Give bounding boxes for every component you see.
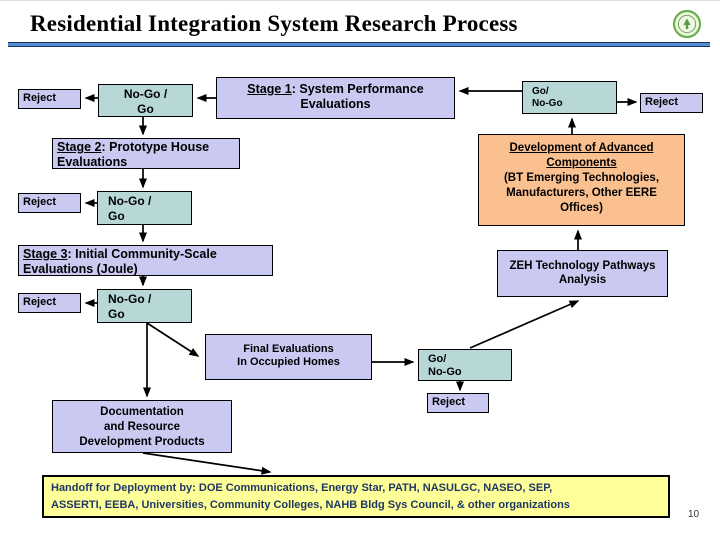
- documentation-box: Documentation and Resource Development P…: [52, 400, 232, 453]
- final-evaluations-box: Final Evaluations In Occupied Homes: [205, 334, 372, 380]
- reject-box-final: Reject: [427, 393, 489, 413]
- page-number: 10: [688, 509, 700, 520]
- no-go-go-box-1: No-Go / Go: [98, 84, 193, 117]
- reject-box-3: Reject: [18, 293, 81, 313]
- handoff-box: Handoff for Deployment by: DOE Communica…: [42, 475, 670, 518]
- reject-box-top-right: Reject: [640, 93, 703, 113]
- reject-label: Reject: [23, 92, 57, 104]
- reject-box-1: Reject: [18, 89, 81, 109]
- stage2-box: Stage 2: Prototype House Evaluations: [52, 138, 240, 169]
- header-divider: [8, 42, 710, 47]
- go-no-go-box-top-right: Go/ No-Go: [522, 81, 617, 114]
- page-title: Residential Integration System Research …: [30, 11, 518, 36]
- arrow-nogo5-to-final-eval: [146, 322, 200, 357]
- development-advanced-components-box: Development of Advanced Components (BT E…: [478, 134, 685, 226]
- stage1-box: Stage 1: System Performance Evaluations: [216, 77, 455, 119]
- org-seal-icon: [672, 9, 702, 39]
- go-no-go-box-final: Go/ No-Go: [418, 349, 512, 381]
- no-go-go-box-3: No-Go / Go: [97, 289, 192, 323]
- reject-box-2: Reject: [18, 193, 81, 213]
- no-go-go-box-2: No-Go / Go: [97, 191, 192, 225]
- zeh-pathways-box: ZEH Technology Pathways Analysis: [497, 250, 668, 297]
- stage3-box: Stage 3: Initial Community-Scale Evaluat…: [18, 245, 273, 276]
- arrow-gonogo-to-zeh: [469, 300, 580, 349]
- arrow-docs-to-handoff: [142, 452, 272, 475]
